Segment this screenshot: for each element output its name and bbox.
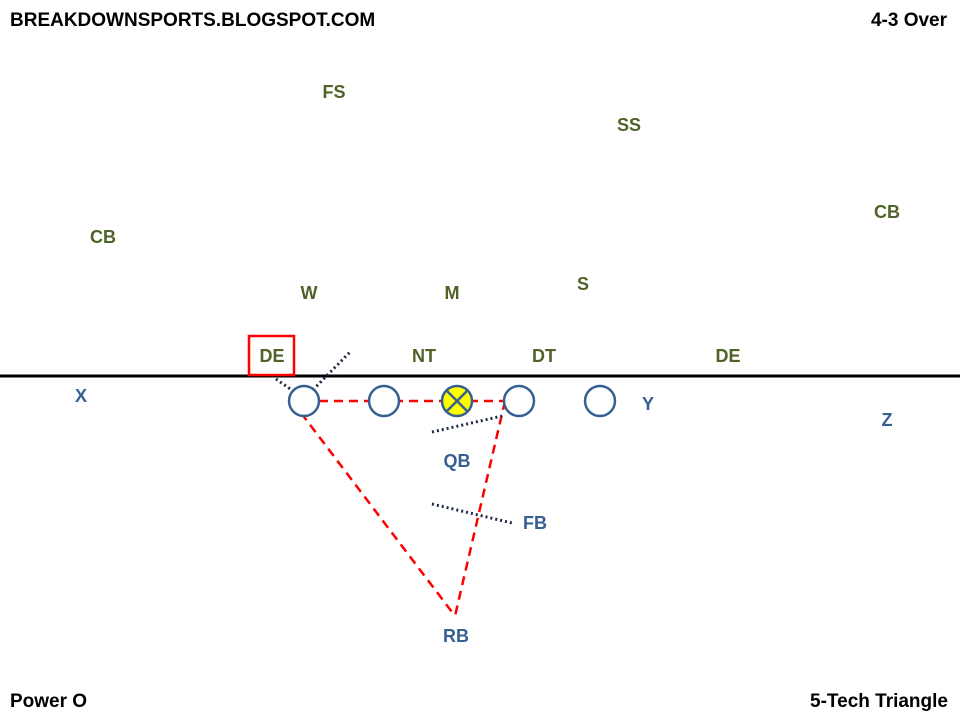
fs-label: FS — [322, 82, 345, 102]
y-label: Y — [642, 394, 654, 414]
center-marker — [440, 384, 474, 418]
cb-right-label: CB — [874, 202, 900, 222]
m-label: M — [445, 283, 460, 303]
de-highlight-box — [247, 334, 296, 377]
source-caption: BREAKDOWNSPORTS.BLOGSPOT.COM — [10, 10, 375, 31]
dt-label: DT — [532, 346, 556, 366]
right-guard-marker — [502, 384, 536, 418]
rb-label: RB — [443, 626, 469, 646]
z-label: Z — [882, 410, 893, 430]
fb-kick-line — [431, 502, 513, 525]
qb-label: QB — [444, 451, 471, 471]
de-left-label: DE — [259, 346, 284, 366]
left-guard-marker — [367, 384, 401, 418]
offense-group: X Y Z QB FB RB — [75, 386, 893, 646]
s-label: S — [577, 274, 589, 294]
ss-label: SS — [617, 115, 641, 135]
cb-left-label: CB — [90, 227, 116, 247]
left-tackle-marker — [287, 384, 321, 418]
x-label: X — [75, 386, 87, 406]
fb-label: FB — [523, 513, 547, 533]
triangle-left-line — [291, 400, 456, 617]
de-right-label: DE — [715, 346, 740, 366]
triangle-right-line — [453, 400, 507, 617]
nt-label: NT — [412, 346, 436, 366]
defense-group: FS SS CB CB W M S DE NT DT DE — [90, 82, 900, 366]
concept-caption: 5-Tech Triangle — [810, 691, 948, 712]
w-label: W — [301, 283, 318, 303]
play-caption: Power O — [10, 691, 87, 712]
formation-caption: 4-3 Over — [871, 10, 948, 31]
guard-pull-line — [431, 414, 503, 434]
right-tackle-marker — [583, 384, 617, 418]
